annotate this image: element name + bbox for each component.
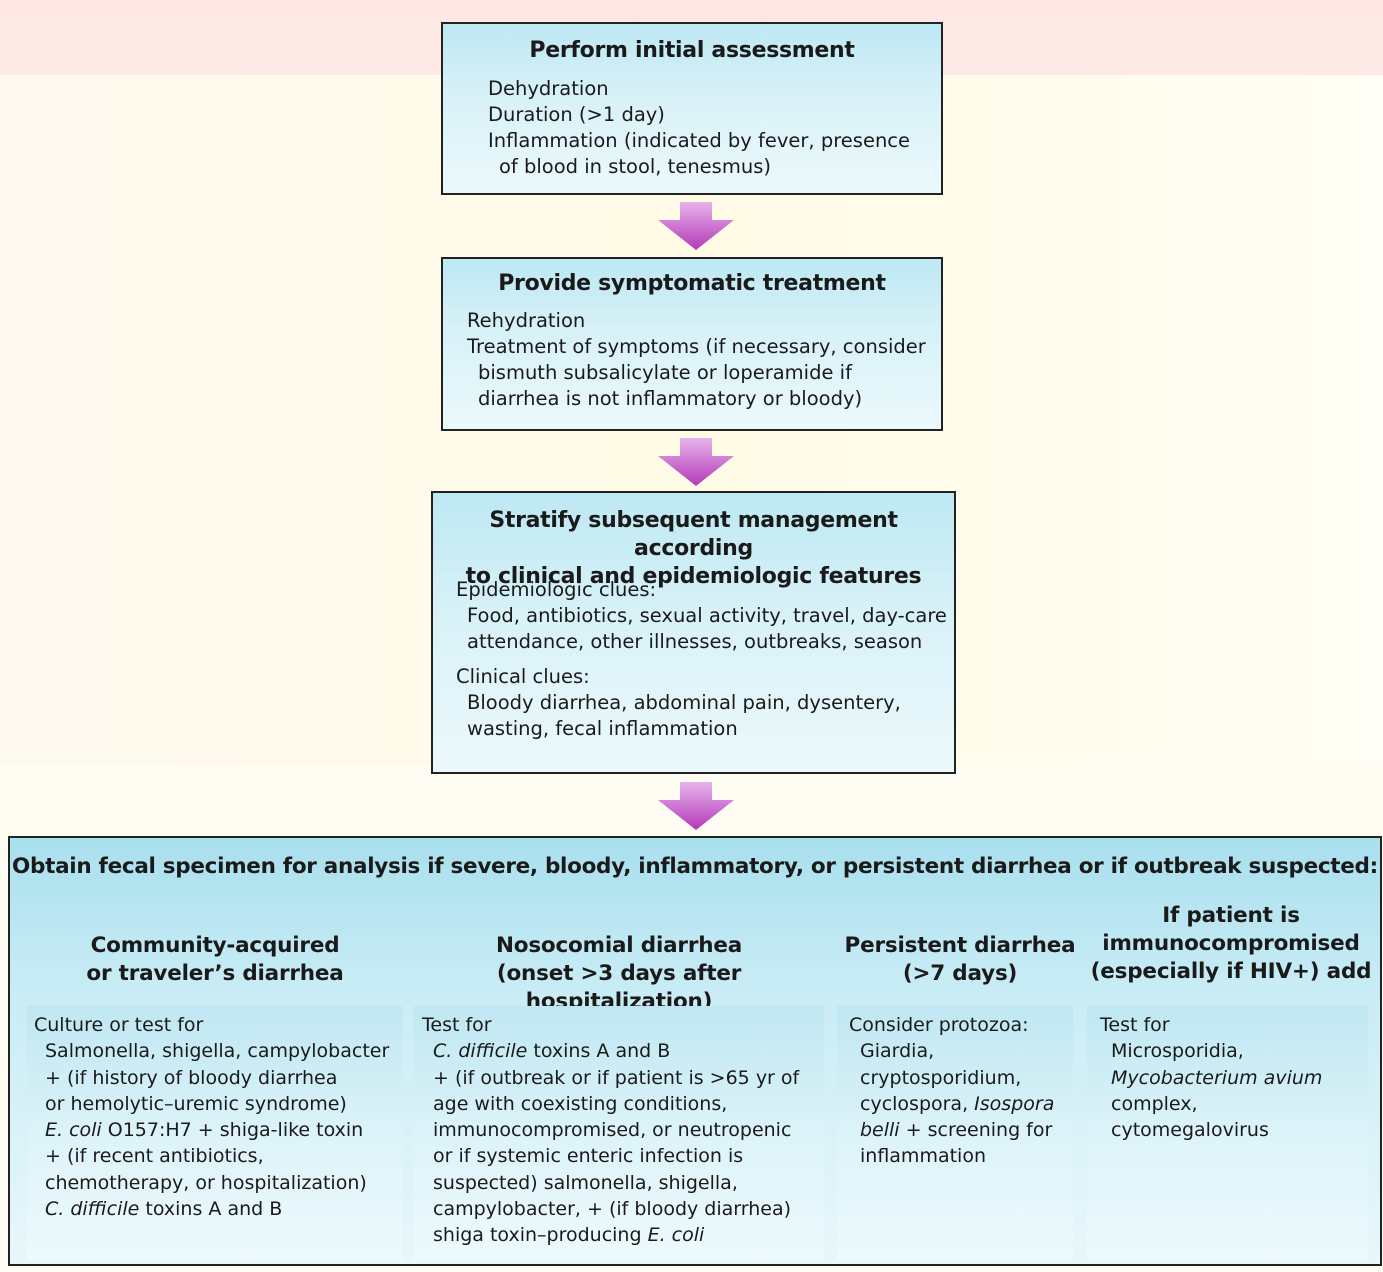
initial-assessment-box: Perform initial assessment Dehydration D… bbox=[441, 22, 943, 195]
test-line: Test for bbox=[422, 1014, 492, 1036]
organism-name: C. difficile bbox=[45, 1198, 140, 1221]
test-line: cyclospora, Isospora bbox=[849, 1091, 1073, 1117]
test-line: Consider protozoa: bbox=[849, 1014, 1029, 1036]
test-line: Culture or test for bbox=[34, 1014, 204, 1036]
treatment-item: diarrhea is not inflammatory or bloody) bbox=[478, 387, 863, 410]
organism-name: E. coli bbox=[45, 1119, 102, 1142]
heading-line: If patient is bbox=[1162, 903, 1300, 928]
heading-line: Nosocomial diarrhea bbox=[495, 933, 743, 958]
test-text: O157:H7 + shiga-like toxin bbox=[101, 1119, 364, 1142]
down-arrow-icon bbox=[658, 202, 734, 250]
clinical-clue-item: wasting, fecal inflammation bbox=[467, 717, 738, 740]
test-text: shiga toxin–producing bbox=[433, 1224, 648, 1247]
assessment-item: Inflammation (indicated by fever, presen… bbox=[488, 129, 911, 152]
organism-name: belli bbox=[860, 1119, 900, 1142]
heading-line: immunocompromised bbox=[1102, 931, 1360, 956]
test-line: chemotherapy, or hospitalization) bbox=[45, 1171, 367, 1194]
test-line: cytomegalovirus bbox=[1111, 1119, 1269, 1142]
stratify-title-line2: to clinical and epidemiologic features bbox=[465, 564, 922, 589]
assessment-item: of blood in stool, tenesmus) bbox=[499, 155, 771, 178]
test-line: shiga toxin–producing E. coli bbox=[422, 1222, 824, 1248]
treatment-item: Treatment of symptoms (if necessary, con… bbox=[467, 335, 926, 358]
test-line: E. coli O157:H7 + shiga-like toxin bbox=[34, 1117, 402, 1143]
down-arrow-icon bbox=[658, 438, 734, 486]
test-line: Test for bbox=[1100, 1014, 1170, 1036]
community-acquired-panel: Culture or test for Salmonella, shigella… bbox=[27, 1006, 402, 1260]
test-line: Mycobacterium avium bbox=[1100, 1065, 1368, 1091]
immunocompromised-panel: Test for Microsporidia, Mycobacterium av… bbox=[1087, 1006, 1368, 1260]
persistent-heading: Persistent diarrhea (>7 days) bbox=[840, 932, 1080, 988]
epidemiologic-clue-item: attendance, other illnesses, outbreaks, … bbox=[467, 630, 923, 653]
organism-name: E. coli bbox=[647, 1224, 705, 1247]
test-line: or if systemic enteric infection is bbox=[433, 1145, 744, 1168]
test-text: toxins A and B bbox=[139, 1198, 283, 1221]
stratify-title-line1: Stratify subsequent management according bbox=[489, 508, 898, 561]
test-line: belli + screening for bbox=[849, 1117, 1073, 1143]
test-line: age with coexisting conditions, bbox=[433, 1092, 728, 1115]
test-line: + (if outbreak or if patient is >65 yr o… bbox=[433, 1066, 800, 1089]
fecal-specimen-title: Obtain fecal specimen for analysis if se… bbox=[12, 854, 1378, 879]
clinical-clues-heading: Clinical clues: bbox=[456, 665, 590, 688]
heading-line: (especially if HIV+) add bbox=[1090, 959, 1372, 984]
organism-name: Mycobacterium avium bbox=[1111, 1066, 1323, 1089]
assessment-item: Duration (>1 day) bbox=[488, 103, 665, 126]
symptomatic-treatment-box: Provide symptomatic treatment Rehydratio… bbox=[441, 257, 943, 431]
nosocomial-heading: Nosocomial diarrhea (onset >3 days after… bbox=[415, 932, 823, 1016]
test-line: + (if recent antibiotics, bbox=[45, 1145, 264, 1168]
test-line: or hemolytic–uremic syndrome) bbox=[45, 1092, 347, 1115]
test-text: toxins A and B bbox=[527, 1040, 671, 1063]
assessment-item: Dehydration bbox=[488, 77, 609, 100]
epidemiologic-clue-item: Food, antibiotics, sexual activity, trav… bbox=[467, 604, 947, 627]
heading-line: or traveler’s diarrhea bbox=[86, 961, 344, 986]
test-text: cyclospora, bbox=[860, 1092, 975, 1115]
treatment-item: bismuth subsalicylate or loperamide if bbox=[478, 361, 852, 384]
test-line: Salmonella, shigella, campylobacter bbox=[45, 1040, 390, 1063]
heading-line: Persistent diarrhea bbox=[844, 933, 1076, 958]
immunocompromised-heading: If patient is immunocompromised (especia… bbox=[1088, 902, 1374, 986]
symptomatic-treatment-title: Provide symptomatic treatment bbox=[498, 271, 886, 296]
test-line: campylobacter, + (if bloody diarrhea) bbox=[433, 1198, 792, 1221]
epidemiologic-clues-heading: Epidemiologic clues: bbox=[456, 578, 657, 601]
heading-line: Community-acquired bbox=[90, 933, 340, 958]
fecal-specimen-box: Obtain fecal specimen for analysis if se… bbox=[8, 836, 1382, 1266]
test-line: C. difficile toxins A and B bbox=[422, 1038, 824, 1064]
test-text: + screening for bbox=[899, 1119, 1053, 1142]
test-line: inflammation bbox=[860, 1145, 986, 1168]
test-line: C. difficile toxins A and B bbox=[34, 1196, 402, 1222]
nosocomial-panel: Test for C. difficile toxins A and B + (… bbox=[414, 1006, 824, 1260]
organism-name: C. difficile bbox=[433, 1040, 528, 1063]
test-line: Giardia, bbox=[860, 1040, 935, 1063]
test-line: complex, bbox=[1111, 1092, 1198, 1115]
community-acquired-heading: Community-acquired or traveler’s diarrhe… bbox=[36, 932, 394, 988]
test-line: cryptosporidium, bbox=[860, 1066, 1022, 1089]
test-line: immunocompromised, or neutropenic bbox=[433, 1119, 792, 1142]
heading-line: (>7 days) bbox=[902, 961, 1018, 986]
clinical-clue-item: Bloody diarrhea, abdominal pain, dysente… bbox=[467, 691, 901, 714]
treatment-item: Rehydration bbox=[467, 309, 586, 332]
test-line: suspected) salmonella, shigella, bbox=[433, 1171, 738, 1194]
down-arrow-icon bbox=[658, 782, 734, 830]
persistent-panel: Consider protozoa: Giardia, cryptosporid… bbox=[837, 1006, 1073, 1260]
stratify-management-box: Stratify subsequent management according… bbox=[431, 491, 956, 774]
organism-name: Isospora bbox=[974, 1092, 1055, 1115]
test-line: + (if history of bloody diarrhea bbox=[45, 1066, 338, 1089]
initial-assessment-title: Perform initial assessment bbox=[529, 38, 855, 63]
test-line: Microsporidia, bbox=[1111, 1040, 1244, 1063]
